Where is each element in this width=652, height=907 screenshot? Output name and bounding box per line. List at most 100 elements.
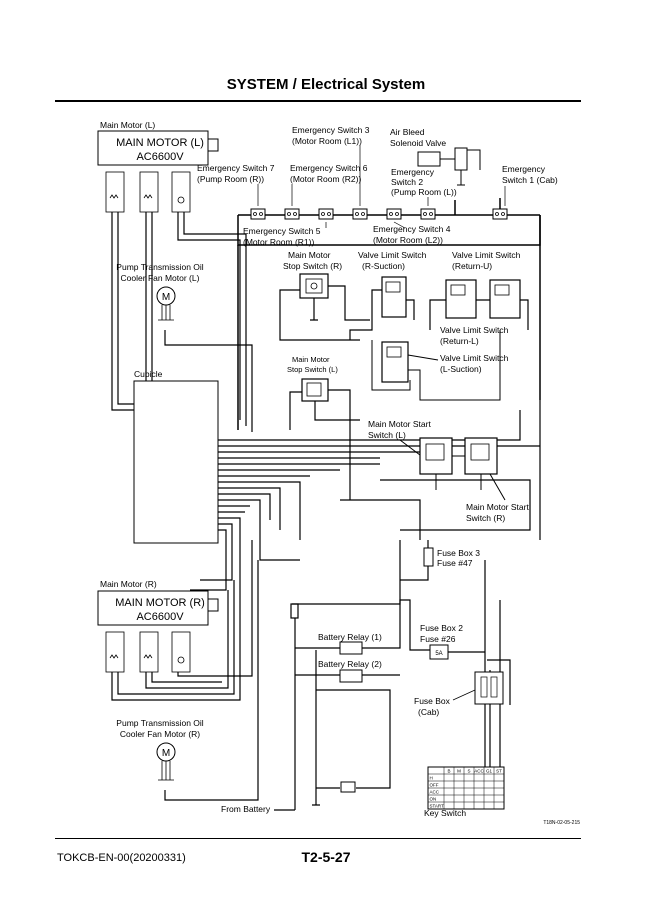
es4-line1: Emergency Switch 4 bbox=[373, 224, 451, 234]
es6-line1: Emergency Switch 6 bbox=[290, 163, 368, 173]
es5-line1: Emergency Switch 5 bbox=[243, 226, 321, 236]
main-motor-r-voltage: AC6600V bbox=[136, 611, 184, 623]
emergency-switch-6 bbox=[284, 208, 300, 220]
main-motor-stop-switch-r: Main Motor Stop Switch (R) bbox=[279, 250, 370, 341]
emergency-switch-5 bbox=[318, 208, 334, 220]
main-motor-l-voltage: AC6600V bbox=[136, 151, 184, 163]
main-motor-r-name: MAIN MOTOR (R) bbox=[115, 597, 205, 609]
pump-fan-motor-r: Pump Transmission Oil Cooler Fan Motor (… bbox=[116, 718, 204, 781]
mmss-l-line1: Main Motor bbox=[292, 355, 330, 364]
br2-label: Battery Relay (2) bbox=[318, 659, 382, 669]
fb3-line1: Fuse Box 3 bbox=[437, 548, 480, 558]
emergency-switches bbox=[250, 208, 508, 220]
motor-symbol-r: M bbox=[162, 748, 170, 759]
page-title: SYSTEM / Electrical System bbox=[226, 76, 426, 93]
emergency-switch-1 bbox=[492, 208, 508, 220]
motor-symbol-l: M bbox=[162, 292, 170, 303]
pump-fan-l-line1: Pump Transmission Oil bbox=[116, 262, 203, 272]
key-col-header: ACC bbox=[474, 769, 484, 774]
es1-line2: Switch 1 (Cab) bbox=[502, 175, 558, 185]
key-row-header: START bbox=[430, 804, 445, 809]
es7-line2: (Pump Room (R)) bbox=[197, 174, 264, 184]
key-col-header: ST bbox=[496, 769, 502, 774]
main-motor-start-switches: Main Motor Start Switch (L) Main Motor S… bbox=[340, 400, 541, 540]
fuse-box-3: Fuse Box 3 Fuse #47 bbox=[400, 540, 480, 581]
vls-ru-line1: Valve Limit Switch bbox=[452, 250, 521, 260]
vls-rs-line1: Valve Limit Switch bbox=[358, 250, 427, 260]
abs-line1: Air Bleed bbox=[390, 127, 425, 137]
mmss-l-line2: Stop Switch (L) bbox=[287, 365, 338, 374]
main-motor-r-caption: Main Motor (R) bbox=[100, 579, 157, 589]
es2-line1: Emergency bbox=[391, 167, 435, 177]
valve-limit-switch-r-suction: Valve Limit Switch (R-Suction) bbox=[349, 250, 427, 340]
fbc-line1: Fuse Box bbox=[414, 696, 451, 706]
main-motor-l-caption: Main Motor (L) bbox=[100, 120, 155, 130]
fuse-rating: 5A bbox=[435, 651, 442, 657]
es3-line2: (Motor Room (L1)) bbox=[292, 136, 362, 146]
doc-code: TOKCB-EN-00(20200331) bbox=[57, 852, 186, 864]
figure-code: T18N-02-05-215 bbox=[543, 820, 580, 826]
pump-fan-r-line2: Cooler Fan Motor (R) bbox=[120, 729, 200, 739]
pump-fan-motor-l: Pump Transmission Oil Cooler Fan Motor (… bbox=[116, 262, 204, 321]
battery-section bbox=[290, 540, 511, 810]
key-row-header: OFF bbox=[430, 783, 439, 788]
es5-line2: (Motor Room (R1)) bbox=[243, 237, 314, 247]
emergency-leaders bbox=[257, 145, 506, 229]
vls-rl-line2: (Return-L) bbox=[440, 336, 479, 346]
vls-ru-line2: (Return-U) bbox=[452, 261, 492, 271]
es4-line2: (Motor Room (L2)) bbox=[373, 235, 443, 245]
mmss-r-line2: Stop Switch (R) bbox=[283, 261, 342, 271]
fb2-line1: Fuse Box 2 bbox=[420, 623, 463, 633]
key-col-header: B bbox=[447, 769, 450, 774]
main-motor-stop-switch-l: Main Motor Stop Switch (L) bbox=[287, 355, 360, 500]
key-col-header: S bbox=[467, 769, 470, 774]
msl-line1: Main Motor Start bbox=[368, 419, 431, 429]
emergency-labels: Emergency Switch 3 (Motor Room (L1)) Eme… bbox=[197, 125, 558, 247]
valve-limit-switch-return-group: Valve Limit Switch (Return-U) Valve Limi… bbox=[429, 250, 529, 346]
from-battery: From Battery bbox=[221, 804, 295, 814]
main-motor-l: Main Motor (L) MAIN MOTOR (L) AC6600V bbox=[97, 120, 219, 213]
emergency-switch-7 bbox=[250, 208, 266, 220]
vls-ls-line1: Valve Limit Switch bbox=[440, 353, 509, 363]
battery-relays: Battery Relay (1) Battery Relay (2) bbox=[318, 632, 382, 793]
vls-rs-line2: (R-Suction) bbox=[362, 261, 405, 271]
emergency-switch-2 bbox=[420, 208, 436, 220]
emergency-switch-3 bbox=[352, 208, 368, 220]
abs-line2: Solenoid Valve bbox=[390, 138, 446, 148]
es2-line3: (Pump Room (L)) bbox=[391, 187, 457, 197]
key-col-header: M bbox=[457, 769, 461, 774]
es1-line1: Emergency bbox=[502, 164, 546, 174]
msr-line1: Main Motor Start bbox=[466, 502, 529, 512]
fuse-box-cab: Fuse Box (Cab) bbox=[414, 671, 504, 717]
key-row-header: ON bbox=[430, 797, 437, 802]
key-switch-label: Key Switch bbox=[424, 808, 466, 818]
vls-rl-line1: Valve Limit Switch bbox=[440, 325, 509, 335]
es3-line1: Emergency Switch 3 bbox=[292, 125, 370, 135]
air-bleed-solenoid-valve: Air Bleed Solenoid Valve bbox=[390, 127, 481, 186]
key-row-header: ACC bbox=[430, 790, 440, 795]
fbc-line2: (Cab) bbox=[418, 707, 439, 717]
page-number: T2-5-27 bbox=[301, 849, 351, 865]
key-col-header: G1 bbox=[486, 769, 493, 774]
cubicle: Cubicle bbox=[133, 369, 219, 544]
msr-line2: Switch (R) bbox=[466, 513, 505, 523]
es6-line2: (Motor Room (R2)) bbox=[290, 174, 361, 184]
emergency-switch-4 bbox=[386, 208, 402, 220]
br1-label: Battery Relay (1) bbox=[318, 632, 382, 642]
cubicle-wires bbox=[190, 410, 540, 591]
es7-line1: Emergency Switch 7 bbox=[197, 163, 275, 173]
es2-line2: Switch 2 bbox=[391, 177, 423, 187]
mmss-r-line1: Main Motor bbox=[288, 250, 331, 260]
fb3-line2: Fuse #47 bbox=[437, 558, 473, 568]
header-rule bbox=[55, 100, 581, 102]
from-battery-label: From Battery bbox=[221, 804, 271, 814]
valve-limit-switch-l-suction: Valve Limit Switch (L-Suction) bbox=[371, 330, 509, 401]
msl-line2: Switch (L) bbox=[368, 430, 406, 440]
fuse-box-2: Fuse Box 2 Fuse #26 5A bbox=[420, 623, 463, 660]
main-motor-l-name: MAIN MOTOR (L) bbox=[116, 137, 204, 149]
motor-r-wires bbox=[111, 540, 259, 801]
cubicle-label: Cubicle bbox=[134, 369, 163, 379]
main-motor-r: Main Motor (R) MAIN MOTOR (R) AC6600V bbox=[97, 579, 219, 673]
